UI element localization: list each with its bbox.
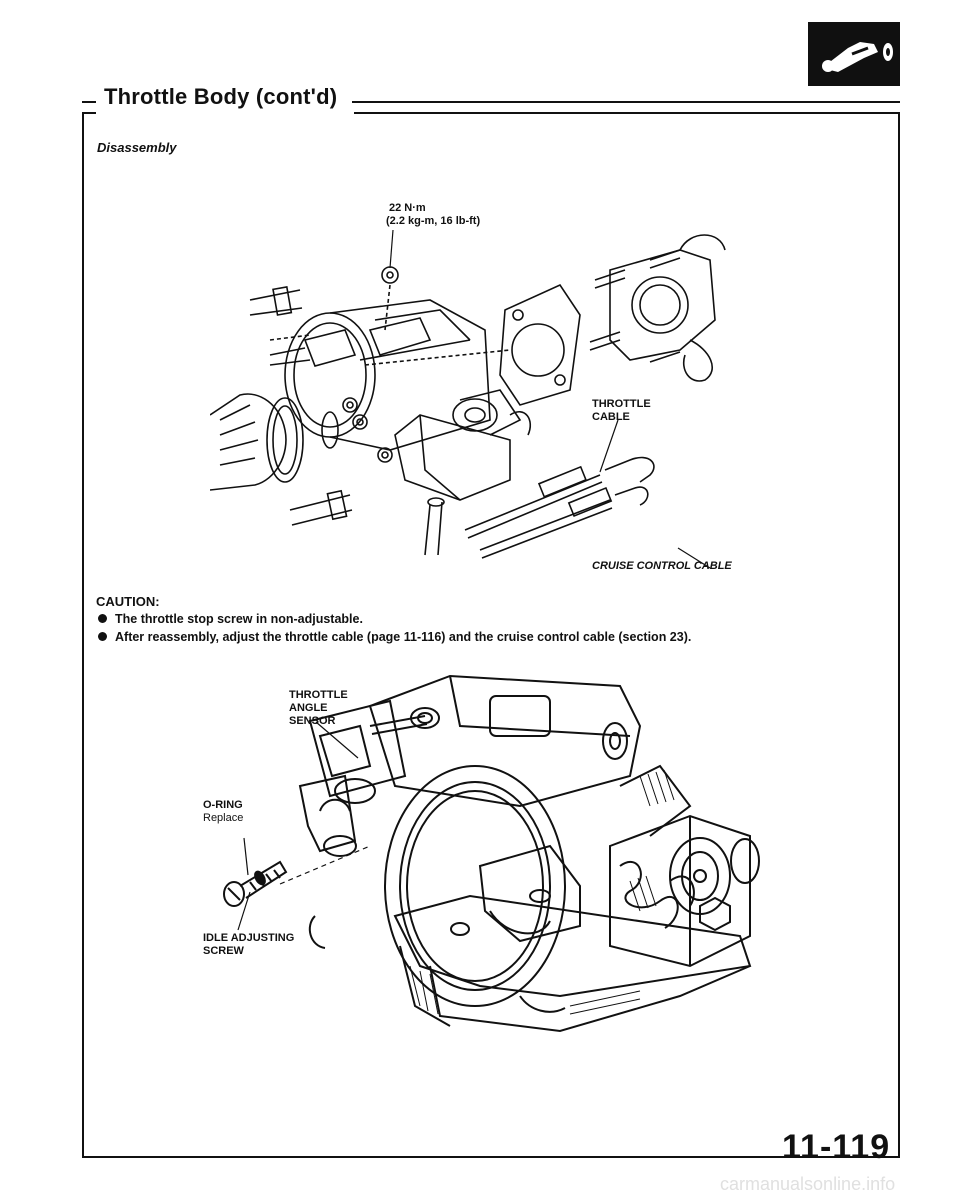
- throttle-body-exploded-diagram: [210, 229, 726, 569]
- caution-item: After reassembly, adjust the throttle ca…: [98, 630, 691, 644]
- bullet-icon: [98, 632, 107, 641]
- leader-lines: [237, 721, 359, 931]
- throttle-cable-label-line1: THROTTLE: [592, 398, 651, 410]
- caution-item-text: The throttle stop screw in non-adjustabl…: [115, 612, 363, 626]
- section-subtitle: Disassembly: [97, 140, 177, 155]
- title-backdrop: [96, 84, 354, 128]
- title-rule-right: [352, 101, 900, 103]
- idle-screw-label-line2: SCREW: [203, 945, 244, 957]
- tas-label-line2: ANGLE: [289, 702, 328, 714]
- page-title: Throttle Body (cont'd): [104, 84, 338, 109]
- footer-watermark: carmanualsonline.info: [720, 1174, 896, 1194]
- caution-heading: CAUTION:: [96, 594, 160, 609]
- torque-spec-value: 22 N·m: [389, 202, 426, 214]
- content-frame: [82, 112, 900, 1158]
- throttle-body-assembled-diagram: [279, 674, 760, 1033]
- idle-screw-label-line1: IDLE ADJUSTING: [203, 932, 295, 944]
- o-ring-label: O-RING: [203, 799, 243, 811]
- bullet-icon: [98, 614, 107, 623]
- title-rule-left: [82, 101, 96, 103]
- tas-label-line1: THROTTLE: [289, 689, 348, 701]
- caution-item: The throttle stop screw in non-adjustabl…: [98, 612, 363, 626]
- throttle-cable-label-line2: CABLE: [592, 411, 630, 423]
- idle-adjusting-screw-illustration: [223, 860, 288, 907]
- torque-spec-conversion: (2.2 kg-m, 16 lb-ft): [386, 215, 481, 227]
- cruise-control-cable-label: CRUISE CONTROL CABLE: [592, 560, 732, 572]
- page-number: 11-119: [782, 1128, 891, 1166]
- section-11-engine-icon: [808, 22, 900, 86]
- tas-label-line3: SENSOR: [289, 715, 336, 727]
- caution-item-text: After reassembly, adjust the throttle ca…: [115, 630, 692, 644]
- o-ring-note: Replace: [203, 812, 244, 824]
